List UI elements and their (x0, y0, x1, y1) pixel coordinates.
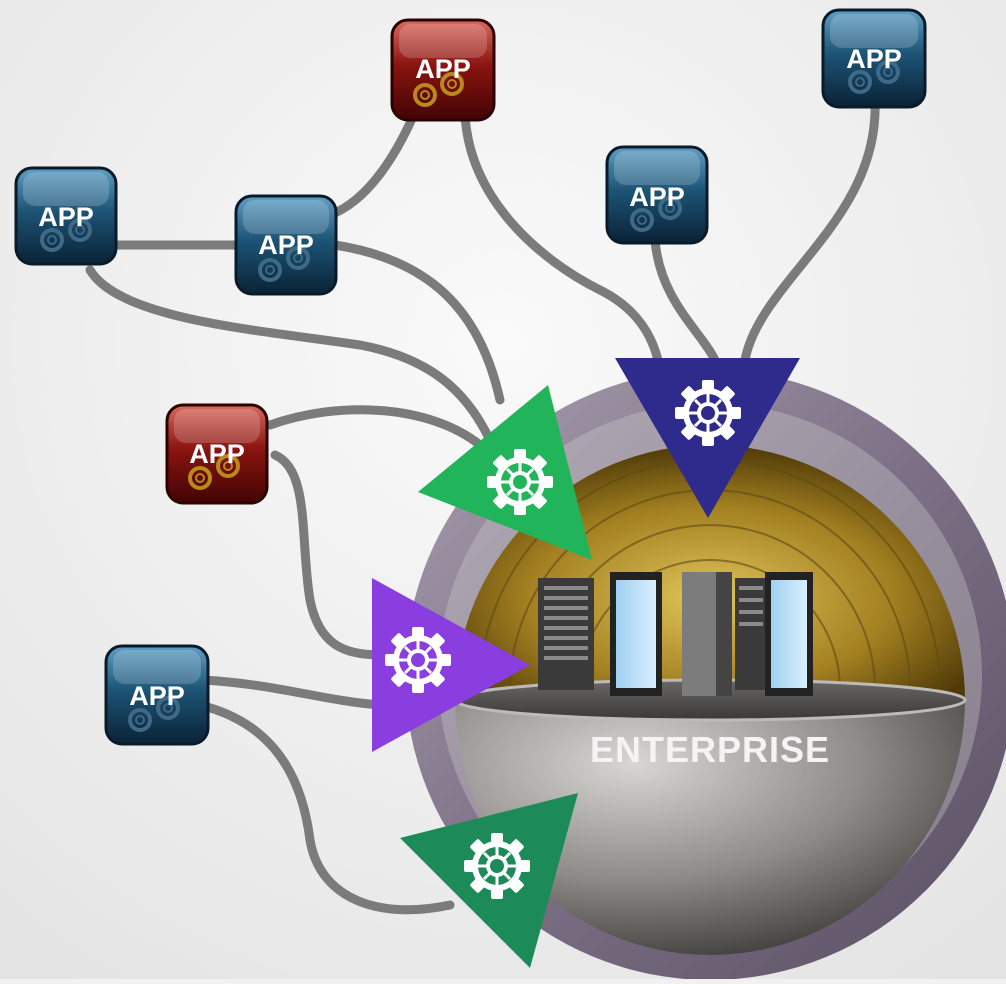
app-label: APP (846, 44, 902, 74)
cable-app5-top (650, 235, 720, 365)
app-label: APP (258, 230, 314, 260)
cable-app1-top (740, 95, 880, 365)
app-tile[interactable]: APP (234, 194, 338, 296)
cables (85, 95, 880, 915)
hemisphere (455, 700, 965, 955)
app-label: APP (189, 439, 245, 469)
app-tile[interactable]: APP (165, 403, 269, 505)
app-label: APP (38, 202, 94, 232)
connector-left[interactable] (372, 578, 530, 752)
connector-upper-left[interactable] (418, 385, 592, 560)
app-tile[interactable]: APP (821, 8, 927, 109)
app-tile[interactable]: APP (605, 145, 709, 245)
cable-app4-hub (330, 240, 505, 405)
cable-app3-hub (85, 265, 495, 445)
app-tile[interactable]: APP (104, 644, 210, 746)
connector-top[interactable] (615, 358, 800, 518)
cable-app7-bottom (195, 700, 455, 915)
server-rack-icon (538, 572, 813, 696)
cable-app7-left (200, 675, 385, 710)
app-tile[interactable]: APP (390, 18, 496, 122)
app-label: APP (415, 54, 471, 84)
cable-app6-upper (265, 405, 485, 450)
cable-app2-top (460, 110, 665, 375)
cable-app6-left (270, 450, 390, 660)
connector-bottom[interactable] (400, 793, 578, 968)
app-label: APP (629, 182, 685, 212)
app-label: APP (129, 681, 185, 711)
app-tile[interactable]: APP (14, 166, 118, 266)
enterprise-label: ENTERPRISE (590, 729, 830, 770)
